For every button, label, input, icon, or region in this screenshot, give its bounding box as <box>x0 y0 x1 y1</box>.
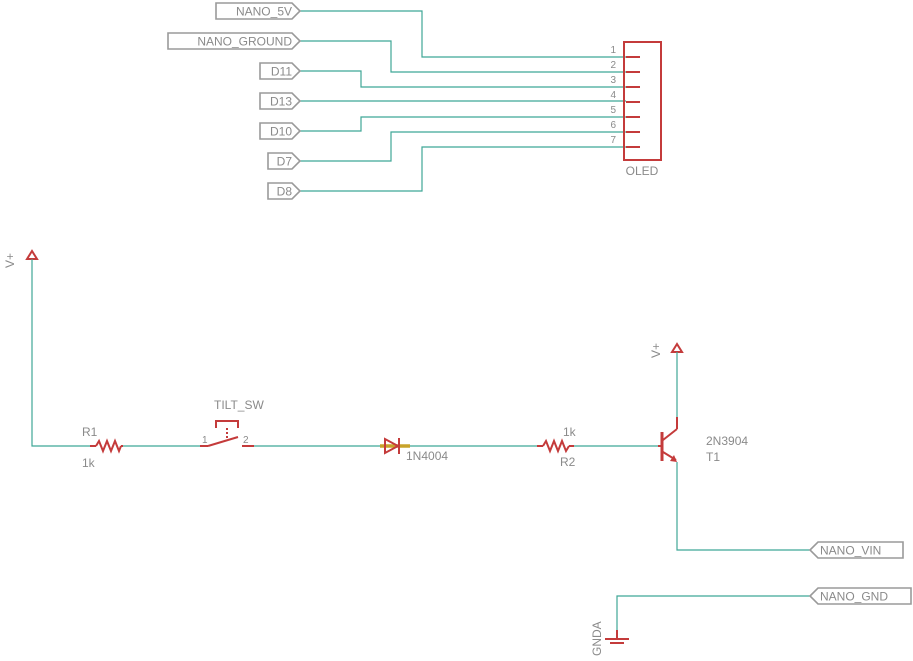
oled-pin-3: 3 <box>610 75 616 86</box>
oled-pin-7: 7 <box>610 135 616 146</box>
net-label-nano-vin-text: NANO_VIN <box>820 544 881 558</box>
diode-1n4004: 1N4004 <box>380 437 448 463</box>
net-label-d13-text: D13 <box>270 95 292 109</box>
transistor-value: 2N3904 <box>706 434 748 448</box>
net-label-d7: D7 <box>267 152 302 170</box>
tilt-switch-pin-2: 2 <box>243 435 249 446</box>
oled-pin-4: 4 <box>610 90 616 101</box>
net-label-nano-gnd: NANO_GND <box>808 587 912 605</box>
net-label-d11-text: D11 <box>271 65 292 79</box>
wire-d10 <box>300 116 626 132</box>
oled-pin-1: 1 <box>610 45 616 56</box>
oled-pin-5: 5 <box>610 105 616 116</box>
oled-wires <box>300 10 626 192</box>
wire-d7 <box>300 131 626 162</box>
wire-nano-ground <box>300 40 626 73</box>
tilt-switch: TILT_SW 1 2 <box>200 398 264 447</box>
transistor-t1: 2N3904 T1 <box>658 417 748 464</box>
oled-body <box>623 41 662 161</box>
oled-pin-2: 2 <box>610 60 616 71</box>
net-label-nano-vin: NANO_VIN <box>808 541 904 559</box>
wire-nano-5v <box>300 10 626 58</box>
oled-connector: 1 2 3 4 5 6 7 OLED <box>610 41 662 178</box>
wire-gnda-to-nano-gnd <box>616 595 810 637</box>
oled-name: OLED <box>626 164 659 178</box>
tilt-switch-name: TILT_SW <box>214 398 264 412</box>
wire-d11 <box>300 70 626 88</box>
net-label-d11: D11 <box>259 62 302 80</box>
net-label-d13: D13 <box>259 92 302 110</box>
transistor-name: T1 <box>706 450 720 464</box>
wire-d8 <box>300 146 626 192</box>
tilt-switch-pin-1: 1 <box>202 435 208 446</box>
r1-value: 1k <box>82 456 96 470</box>
r2-name: R2 <box>560 455 576 469</box>
net-label-nano-5v: NANO_5V <box>215 2 302 20</box>
vplus-right-label: V+ <box>649 343 663 358</box>
diode-value: 1N4004 <box>406 449 448 463</box>
r1-name: R1 <box>82 425 98 439</box>
net-label-nano-5v-text: NANO_5V <box>236 5 292 19</box>
resistor-r2: 1k R2 <box>537 425 577 469</box>
net-label-d10-text: D10 <box>270 125 292 139</box>
net-label-nano-gnd-text: NANO_GND <box>820 590 888 604</box>
wire-vplus-to-r1 <box>31 259 90 447</box>
vplus-left-label: V+ <box>3 253 17 268</box>
net-label-nano-ground: NANO_GROUND <box>167 32 302 50</box>
net-label-d8: D8 <box>267 182 302 200</box>
wire-emitter-to-nano-vin <box>676 462 810 551</box>
net-label-d10: D10 <box>259 122 302 140</box>
net-label-d8-text: D8 <box>277 185 293 199</box>
ground-gnda-symbol: GNDA <box>590 621 629 656</box>
r2-value: 1k <box>563 425 577 439</box>
oled-pin-6: 6 <box>610 120 616 131</box>
oled-pin-stubs <box>626 56 640 148</box>
resistor-r1: R1 1k <box>82 425 123 470</box>
gnda-label: GNDA <box>590 621 604 656</box>
net-label-nano-ground-text: NANO_GROUND <box>197 35 292 49</box>
net-label-d7-text: D7 <box>277 155 293 169</box>
